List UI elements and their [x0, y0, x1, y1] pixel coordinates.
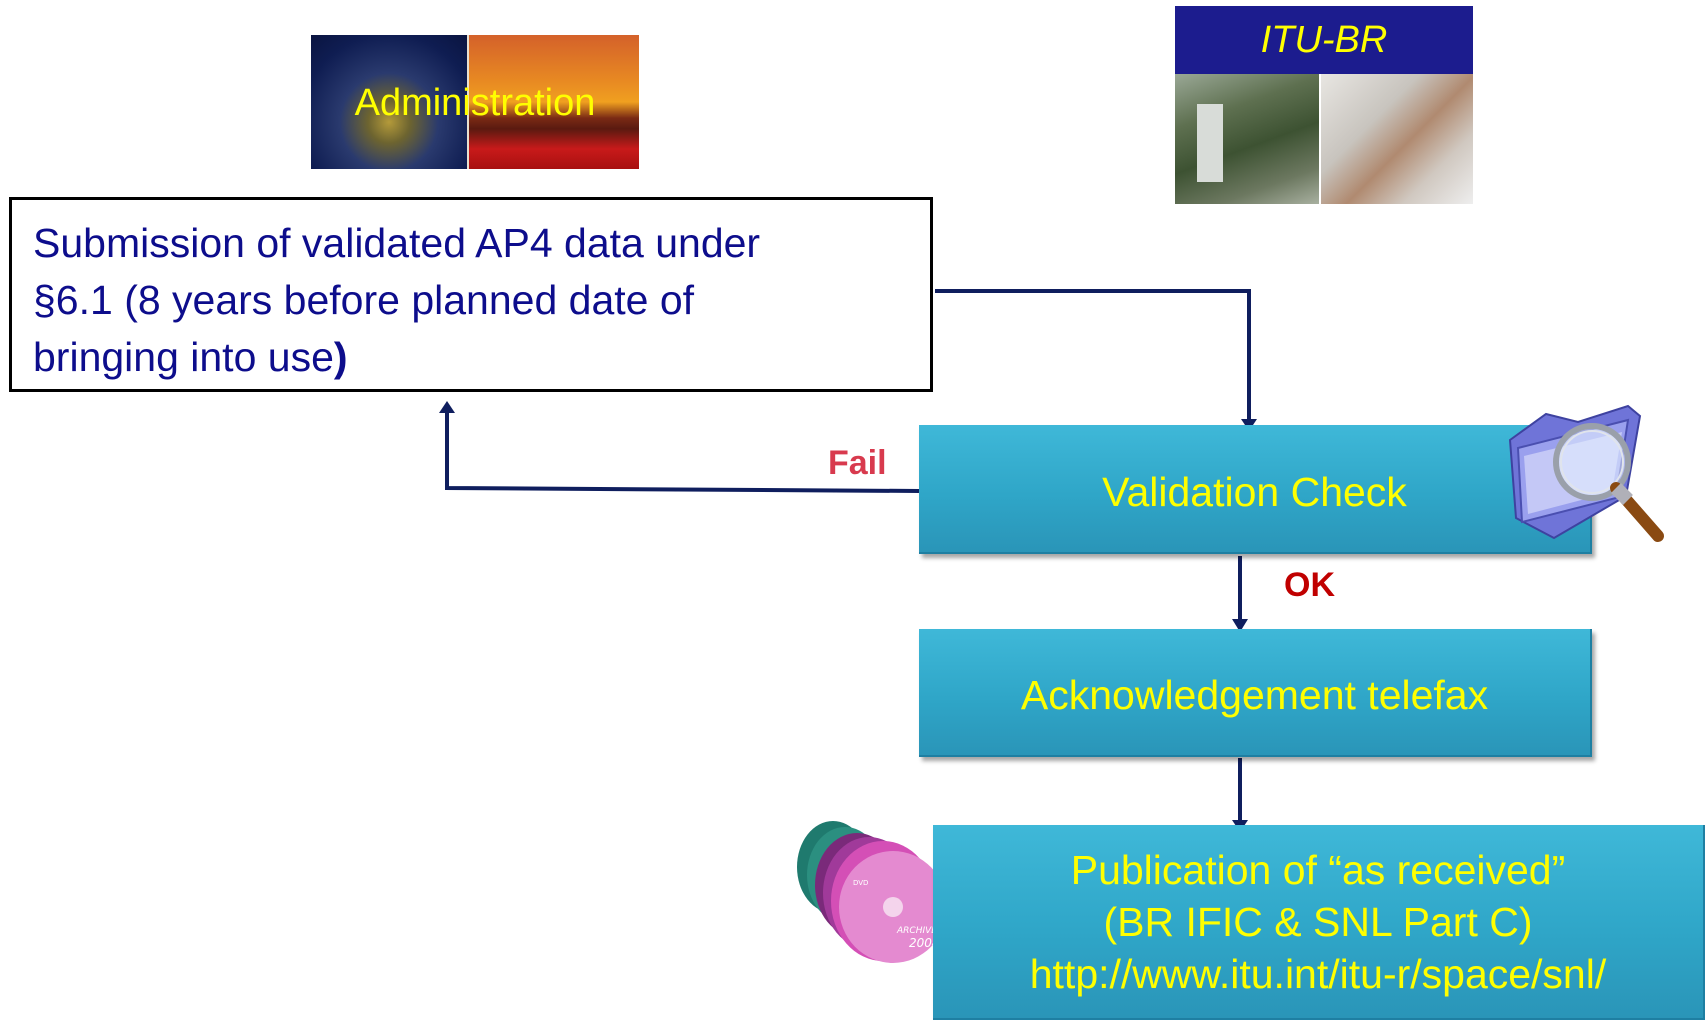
publication-line-2: (BR IFIC & SNL Part C) [1103, 899, 1533, 945]
disc-year-text: 2004 [909, 936, 940, 950]
validation-check-box: Validation Check [919, 425, 1592, 554]
arrow-submission-to-validation [935, 289, 1251, 420]
acknowledgement-label: Acknowledgement telefax [1020, 672, 1489, 718]
submission-line-3-bracket: ) [333, 334, 348, 380]
publication-url[interactable]: http://www.itu.int/itu-r/space/snl/ [1029, 951, 1607, 997]
submission-box: Submission of validated AP4 data under §… [9, 197, 933, 392]
disc-dvd-text: DVD [853, 879, 868, 887]
ok-label: OK [1284, 566, 1335, 604]
submission-line-3: bringing into use) [33, 329, 913, 386]
fail-label: Fail [828, 444, 887, 482]
folder-magnifier-icon [1508, 404, 1664, 542]
submission-line-2: §6.1 (8 years before planned date of [33, 277, 695, 323]
acknowledgement-telefax-box: Acknowledgement telefax [919, 629, 1592, 757]
publication-box: Publication of “as received” (BR IFIC & … [933, 825, 1705, 1020]
itu-br-label: ITU-BR [1260, 19, 1388, 61]
publication-line-1: Publication of “as received” [1070, 847, 1566, 893]
submission-text: Submission of validated AP4 data under §… [33, 215, 913, 386]
submission-line-3-text: bringing into use [33, 334, 334, 380]
itu-br-image: ITU-BR [1175, 6, 1473, 204]
administration-image: Administration [311, 35, 639, 169]
administration-label: Administration [354, 82, 596, 124]
submission-line-1: Submission of validated AP4 data under [33, 220, 761, 266]
disc-archives-text: ARCHIVES [896, 926, 943, 936]
disc-brand-text: BRIFIC [893, 825, 945, 841]
brific-disc-stack-icon: BRIFIC DVD ARCHIVES 2004 [797, 821, 947, 963]
validation-check-label: Validation Check [1102, 469, 1407, 515]
publication-text: Publication of “as received” (BR IFIC & … [933, 844, 1703, 1000]
